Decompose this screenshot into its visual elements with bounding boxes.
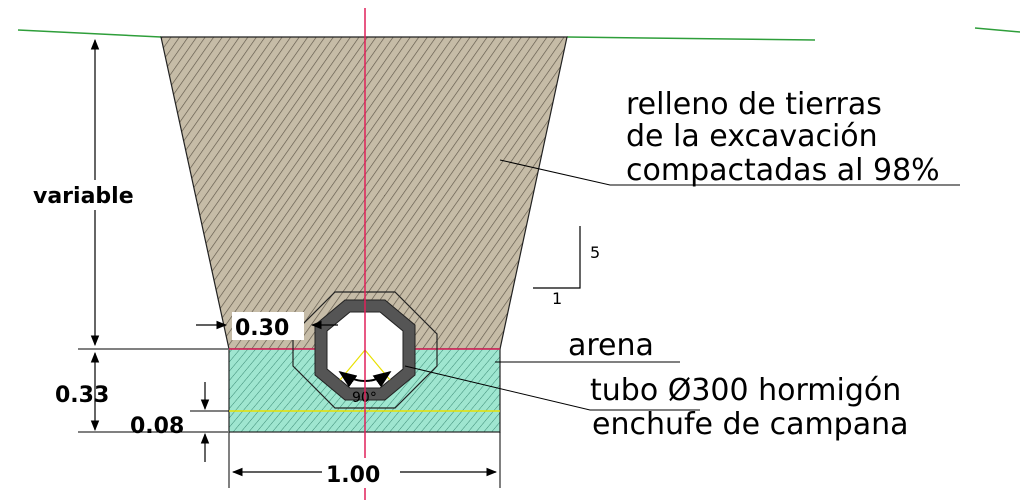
slope-rise-label: 5 [590, 243, 600, 262]
depth-label-bg [28, 180, 158, 210]
depth-dimension-label: variable [33, 184, 134, 209]
sand-label: arena [568, 328, 654, 363]
pipe-leader-line [404, 365, 700, 411]
bed-thickness-label: 0.08 [130, 414, 184, 439]
side-clearance-label-bg [232, 312, 304, 340]
ground-line-left [17, 29, 162, 38]
width-label-bg [322, 458, 400, 488]
slope-run-label: 1 [552, 289, 562, 308]
side-clearance-label: 0.30 [235, 316, 289, 341]
fill-leader-line [499, 159, 960, 186]
fill-label-line3: compactadas al 98% [626, 153, 940, 188]
ground-line-far-right [974, 27, 1020, 33]
pipe-label-line1: tubo Ø300 hormigón [590, 373, 901, 408]
sand-height-label: 0.33 [55, 383, 109, 408]
pipe-label-line2: enchufe de campana [592, 407, 909, 442]
pipe-socket-outline [292, 291, 438, 409]
fill-label-line1: relleno de tierras [626, 87, 882, 122]
ground-line-right [566, 36, 816, 41]
width-dimension-label: 1.00 [326, 463, 380, 488]
fill-label-line2: de la excavación [626, 119, 878, 154]
slope-triangle [533, 226, 581, 289]
